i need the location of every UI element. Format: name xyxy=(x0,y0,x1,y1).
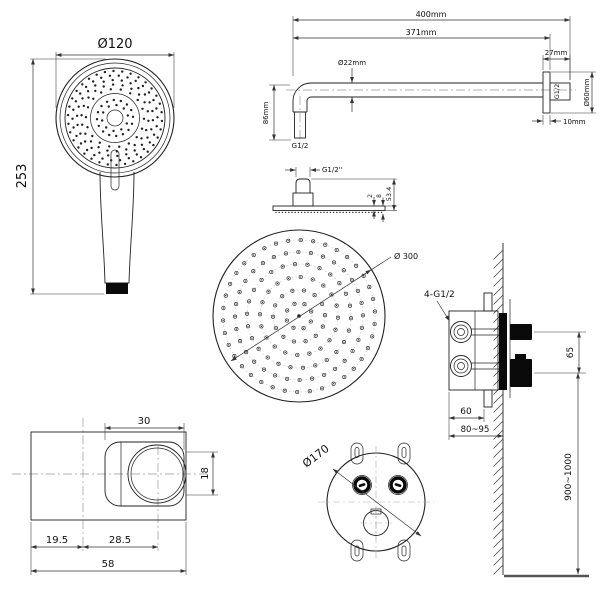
svg-text:253: 253 xyxy=(15,164,30,189)
svg-text:Ø60mm: Ø60mm xyxy=(583,78,591,106)
svg-text:900~1000: 900~1000 xyxy=(564,453,574,501)
dim-arm-overall: 400mm xyxy=(292,10,571,80)
dim-bracket-total-width: 58 xyxy=(30,522,187,575)
dim-head-thread: G1/2'' xyxy=(285,166,343,177)
shower-arm-view: 400mm 371mm Ø22mm 86mm G1/2 27mm xyxy=(262,10,596,150)
head-connector-base xyxy=(292,192,314,207)
valve-pipe-stub-bottom xyxy=(483,389,493,408)
overhead-shower-side-view: G1/2'' 2 8 53.4 xyxy=(272,166,397,222)
head-side-nozzle-dots xyxy=(275,211,383,214)
svg-text:371mm: 371mm xyxy=(406,28,437,37)
diverter-button-left xyxy=(352,475,372,495)
dim-handshower-height: 253 xyxy=(15,58,106,295)
bracket-hook xyxy=(104,441,185,507)
bracket-view: 30 18 19.5 28.5 58 xyxy=(12,416,218,575)
svg-text:19.5: 19.5 xyxy=(46,535,68,546)
svg-text:Ø170: Ø170 xyxy=(300,442,332,470)
valve-section-view: 4-G1/2 65 60 80~95 900~1000 xyxy=(424,243,589,578)
svg-text:80~95: 80~95 xyxy=(461,425,490,435)
dim-arm-flange-thickness: 10mm xyxy=(532,115,586,126)
overhead-shower-icon xyxy=(394,483,402,488)
svg-text:28.5: 28.5 xyxy=(109,535,131,546)
svg-text:60: 60 xyxy=(460,407,472,417)
svg-text:2: 2 xyxy=(367,194,374,198)
handshower-inlet-cap xyxy=(106,283,128,294)
head-plate-side xyxy=(272,205,386,211)
dim-arm-drop: 86mm xyxy=(262,84,291,141)
svg-text:18: 18 xyxy=(200,467,211,480)
dim-valve-embed-depth: 80~95 xyxy=(448,425,504,438)
dim-valve-install-height: 900~1000 xyxy=(564,372,580,575)
dim-bracket-offsets: 19.5 28.5 xyxy=(30,522,159,551)
valve-pipe-stub-top xyxy=(483,292,493,312)
svg-text:Ø 300: Ø 300 xyxy=(394,251,418,261)
svg-text:53.4: 53.4 xyxy=(385,187,393,201)
dim-arm-tube-diameter: Ø22mm xyxy=(338,59,366,112)
diverter-button-right xyxy=(388,475,408,495)
svg-text:Ø120: Ø120 xyxy=(97,37,132,52)
valve-knob-bottom xyxy=(510,359,532,387)
svg-text:30: 30 xyxy=(138,416,151,427)
dim-arm-flange-offset: 27mm xyxy=(542,49,571,80)
svg-text:10mm: 10mm xyxy=(563,118,586,126)
svg-text:4-G1/2: 4-G1/2 xyxy=(424,290,455,300)
svg-text:8: 8 xyxy=(376,194,383,198)
svg-text:27mm: 27mm xyxy=(545,49,568,57)
dim-head-total: 53.4 xyxy=(311,178,397,211)
valve-knob-bottom-tab xyxy=(515,354,526,359)
handshower-handle xyxy=(99,171,135,284)
wall-hatch xyxy=(493,249,504,575)
dim-valve-body-depth: 60 xyxy=(448,392,485,440)
svg-text:86mm: 86mm xyxy=(262,102,270,125)
temperature-knob xyxy=(360,507,392,539)
valve-knob-top xyxy=(510,324,532,340)
label-valve-connections: 4-G1/2 xyxy=(424,290,455,322)
svg-text:65: 65 xyxy=(566,347,576,358)
trim-view: Ø170 xyxy=(300,442,434,562)
head-connector-thread xyxy=(295,178,311,193)
arm-thread-wall-label: G1/2 xyxy=(553,84,561,100)
handshower-view: Ø120 253 xyxy=(15,37,175,295)
valve-port-bottom xyxy=(450,355,472,377)
handshower-nozzle-dots xyxy=(66,69,164,167)
arm-head-thread xyxy=(549,82,571,101)
dim-bracket-width: 30 xyxy=(104,416,185,450)
arm-wall-thread xyxy=(294,111,306,139)
svg-text:58: 58 xyxy=(102,559,115,570)
dim-valve-knob-spacing: 65 xyxy=(534,331,586,374)
dim-arm-flange-diameter: Ø60mm xyxy=(551,71,596,114)
dim-head-diameter: Ø 300 xyxy=(230,251,418,362)
dim-handshower-diameter: Ø120 xyxy=(55,37,175,108)
handshower-icon xyxy=(358,483,366,488)
valve-body xyxy=(448,310,499,391)
dim-bracket-opening: 18 xyxy=(186,451,218,496)
svg-text:G1/2'': G1/2'' xyxy=(322,166,343,174)
dim-head-body: 8 xyxy=(376,194,385,222)
handshower-mode-button xyxy=(110,149,120,191)
arm-thread-bottom-label: G1/2 xyxy=(292,142,309,150)
svg-text:Ø22mm: Ø22mm xyxy=(338,59,366,67)
svg-text:400mm: 400mm xyxy=(416,10,447,19)
mounting-lugs xyxy=(350,442,411,562)
arm-flange xyxy=(542,71,551,114)
valve-embedded-plate xyxy=(499,313,507,390)
bracket-hook-circle xyxy=(127,444,187,504)
overhead-shower-top-view: Ø 300 xyxy=(212,229,418,403)
head-top-nozzle-dots xyxy=(221,237,377,395)
dim-arm-to-flange: 371mm xyxy=(292,28,551,70)
valve-port-top xyxy=(450,321,472,343)
